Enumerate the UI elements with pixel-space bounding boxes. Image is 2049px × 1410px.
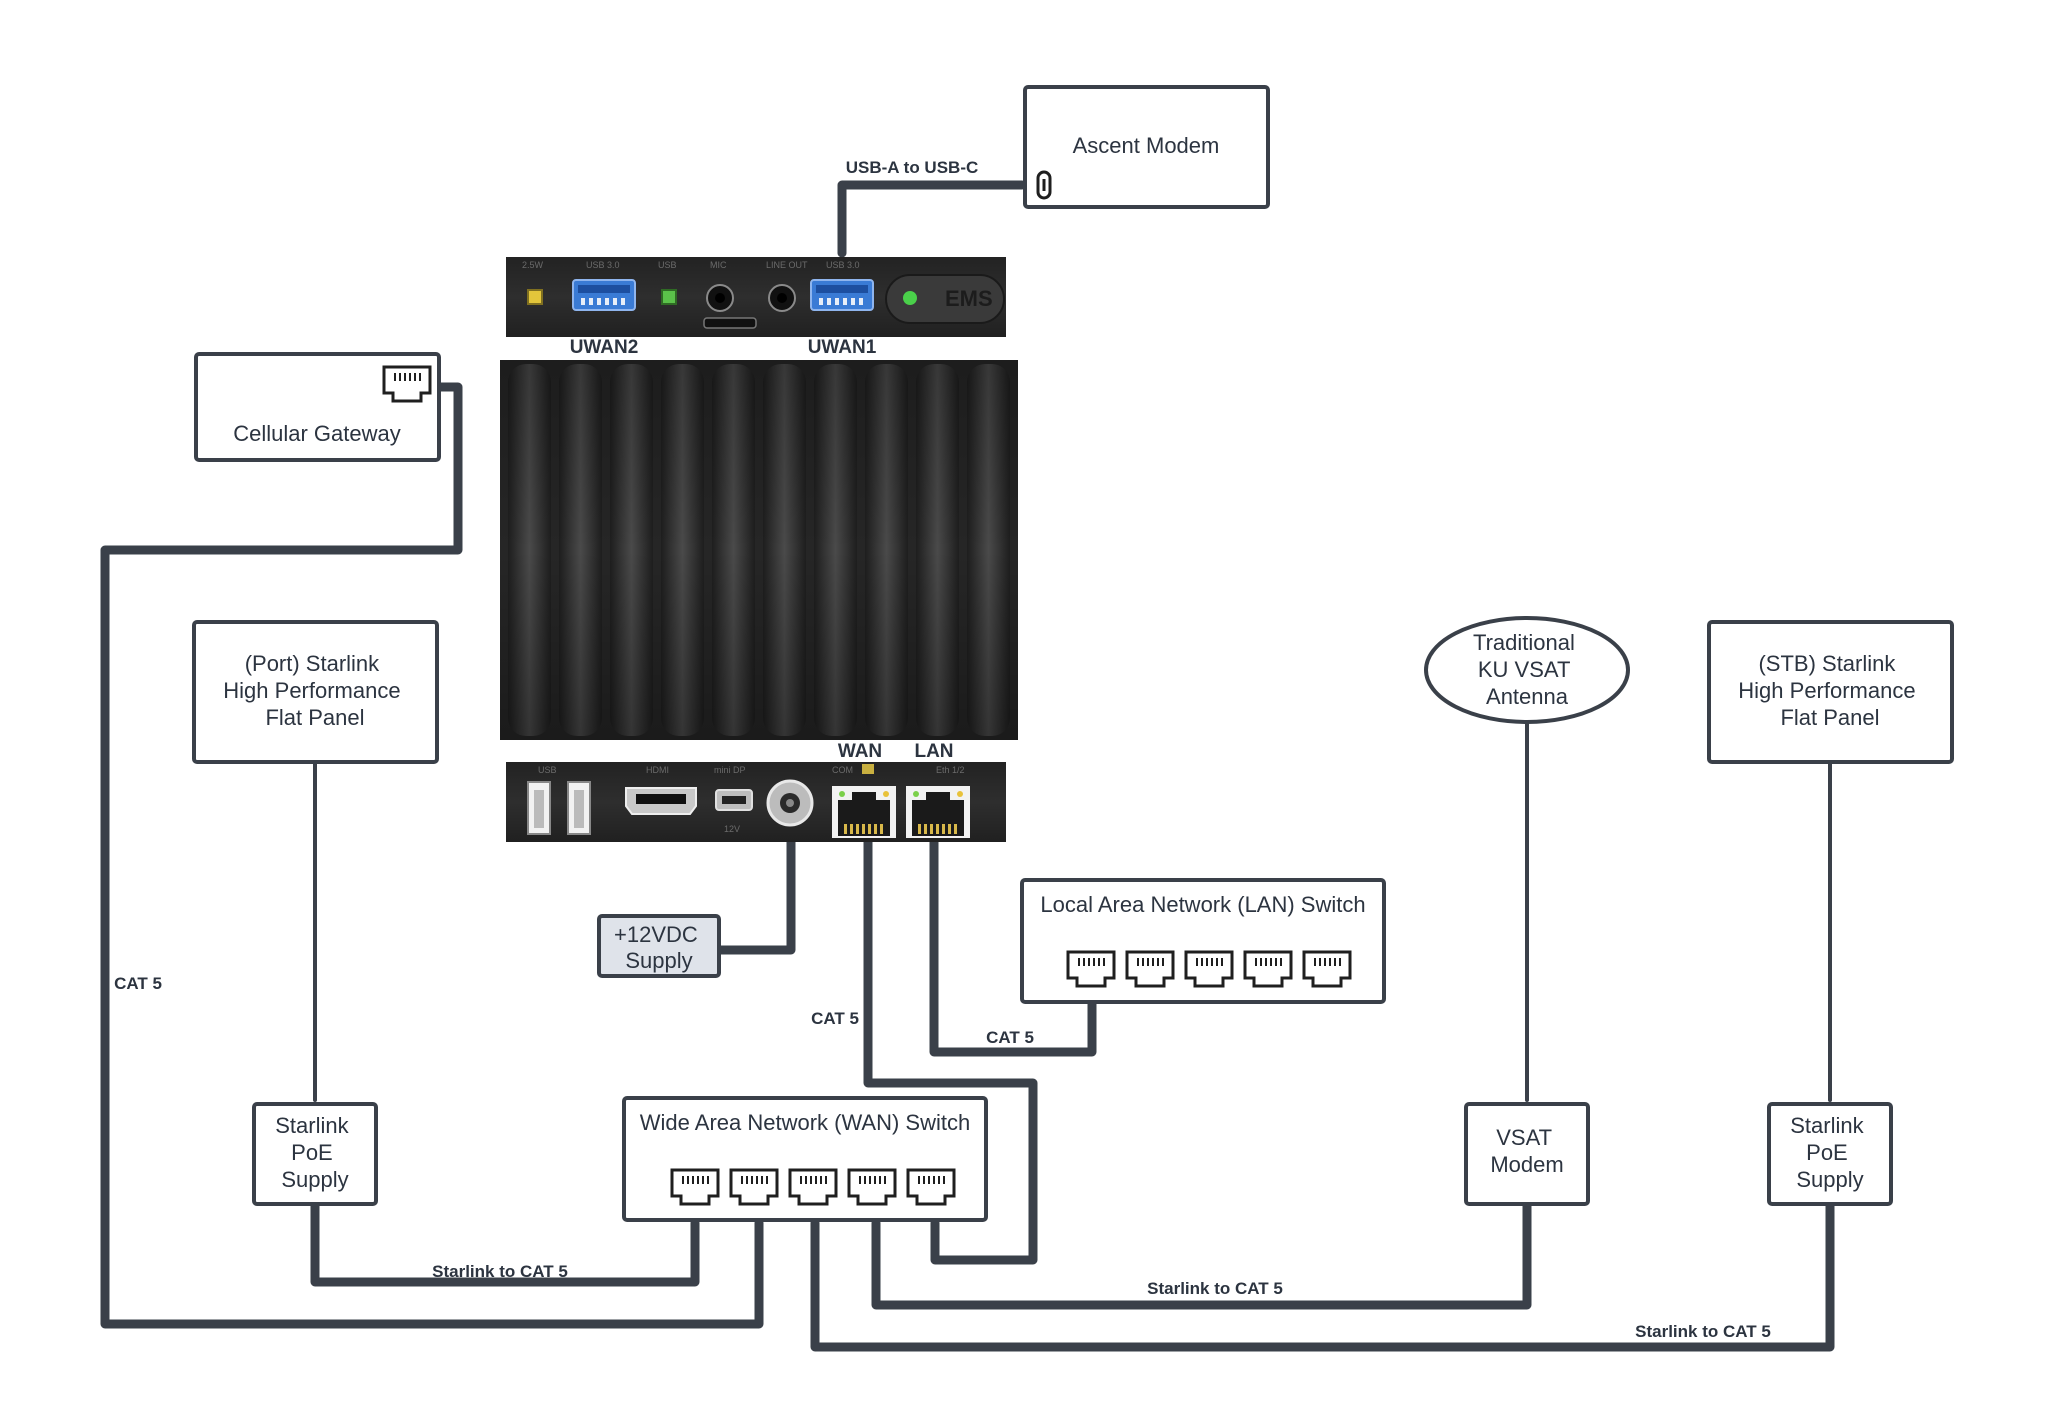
stb-poe-line-2: PoE (1806, 1140, 1848, 1165)
usb-cable (837, 180, 1027, 258)
svg-text:+12VDC Supply: +12VDC Supply (614, 922, 704, 973)
stb-poe-line-3: Supply (1796, 1167, 1863, 1192)
silk-mini-dp: mini DP (714, 765, 746, 775)
vsat-modem-line-1: VSAT (1496, 1125, 1551, 1150)
svg-text:Starlink PoE Suppl: Starlink PoE Supply (275, 1113, 354, 1192)
port-starlink-line-1: (Port) Starlink (245, 651, 380, 676)
lan-cat5-cable (929, 835, 1097, 1057)
cellular-cat5-label: CAT 5 (114, 974, 162, 993)
wan-cat5-label: CAT 5 (811, 1009, 859, 1028)
uwan1-usb-port-icon (810, 279, 874, 311)
ascent-modem[interactable]: Ascent Modem (1023, 85, 1270, 209)
lan-cat5-label: CAT 5 (986, 1028, 1034, 1047)
silk-eth: Eth 1/2 (936, 765, 965, 775)
wan-switch[interactable]: Wide Area Network (WAN) Switch (622, 1096, 988, 1222)
lan-ethernet-port-icon (906, 786, 970, 838)
router-heatsink-body (500, 360, 1018, 740)
stb-starlink-panel[interactable]: (STB) Starlink High Performance Flat Pan… (1707, 620, 1954, 764)
port-starlink-to-wan-cable (310, 1195, 700, 1287)
vsat-antenna-line-3: Antenna (1486, 684, 1569, 709)
silk-12v: 12V (724, 824, 740, 834)
svg-text:Traditional KU VSAT: Traditional KU VSAT Antenna (1473, 630, 1581, 709)
stb-starlink-to-wan-cable (810, 1195, 1835, 1352)
lan-label: LAN (914, 741, 953, 762)
cellular-gateway-label: Cellular Gateway (233, 421, 401, 446)
vsat-antenna-line-1: Traditional (1473, 630, 1575, 655)
silk-usb3-right: USB 3.0 (826, 260, 860, 270)
vsat-cable-label: Starlink to CAT 5 (1147, 1279, 1283, 1298)
port-starlink-cable-label: Starlink to CAT 5 (432, 1262, 568, 1281)
stb-starlink-line-2: High Performance (1738, 678, 1915, 703)
vsat-antenna-line-2: KU VSAT (1478, 657, 1570, 682)
port-starlink-line-2: High Performance (223, 678, 400, 703)
usb-cable-label: USB-A to USB-C (846, 158, 979, 177)
stb-starlink-cable-label: Starlink to CAT 5 (1635, 1322, 1771, 1341)
vsat-modem-line-2: Modem (1490, 1152, 1563, 1177)
silk-usb-bottom: USB (538, 765, 557, 775)
svg-text:(Port) Starlink High Per: (Port) Starlink High Performance Flat Pa… (223, 651, 406, 730)
uwan1-label: UWAN1 (808, 337, 877, 358)
router-bottom-panel: USB HDMI mini DP 12V COM Eth 1/2 (506, 762, 1006, 842)
silk-mic: MIC (710, 260, 727, 270)
port-poe-line-3: Supply (281, 1167, 348, 1192)
ascent-modem-label: Ascent Modem (1073, 133, 1220, 158)
ems-logo: EMS (945, 286, 993, 311)
power-supply[interactable]: +12VDC Supply (597, 914, 721, 978)
silk-2-5w: 2.5W (522, 260, 544, 270)
port-starlink-poe-supply[interactable]: Starlink PoE Supply (252, 1102, 378, 1206)
port-poe-line-2: PoE (291, 1140, 333, 1165)
wan-label: WAN (838, 741, 882, 762)
stb-starlink-line-1: (STB) Starlink (1758, 651, 1896, 676)
silk-hdmi: HDMI (646, 765, 669, 775)
svg-text:(STB) Starlink High Perf: (STB) Starlink High Performance Flat Pan… (1738, 651, 1921, 730)
usb-c-port-icon (1036, 170, 1052, 200)
stb-poe-line-1: Starlink (1790, 1113, 1864, 1138)
silk-com: COM (832, 765, 853, 775)
port-starlink-line-3: Flat Panel (265, 705, 364, 730)
port-starlink-panel[interactable]: (Port) Starlink High Performance Flat Pa… (192, 620, 439, 764)
uwan2-usb-port-icon (572, 279, 636, 311)
lan-switch-label: Local Area Network (LAN) Switch (1040, 892, 1365, 917)
vsat-antenna[interactable]: Traditional KU VSAT Antenna (1424, 616, 1630, 724)
cellular-cat5-cable (100, 382, 764, 1329)
power-supply-line-1: +12VDC (614, 922, 698, 947)
stb-starlink-poe-supply[interactable]: Starlink PoE Supply (1767, 1102, 1893, 1206)
stb-starlink-line-3: Flat Panel (1780, 705, 1879, 730)
svg-text:Starlink PoE Suppl: Starlink PoE Supply (1790, 1113, 1869, 1192)
silk-usb: USB (658, 260, 677, 270)
power-supply-cable (713, 835, 796, 955)
silk-usb3-left: USB 3.0 (586, 260, 620, 270)
wan-switch-label: Wide Area Network (WAN) Switch (640, 1110, 970, 1135)
connection-lines (100, 180, 1835, 1352)
port-poe-line-1: Starlink (275, 1113, 349, 1138)
vsat-to-wan-cable (871, 1195, 1532, 1310)
wan-cat5-cable (863, 835, 1038, 1265)
vsat-modem[interactable]: VSAT Modem (1464, 1102, 1590, 1206)
uwan2-label: UWAN2 (570, 337, 639, 358)
cellular-gateway[interactable]: Cellular Gateway (194, 352, 441, 462)
silk-line-out: LINE OUT (766, 260, 808, 270)
svg-text:VSAT Modem: VSAT Modem (1490, 1125, 1563, 1177)
router-top-panel: 2.5W USB 3.0 USB MIC LINE OUT USB 3.0 EM… (506, 257, 1006, 337)
lan-switch[interactable]: Local Area Network (LAN) Switch (1020, 878, 1386, 1004)
power-supply-line-2: Supply (625, 948, 692, 973)
wan-ethernet-port-icon (832, 786, 896, 838)
router-device: 2.5W USB 3.0 USB MIC LINE OUT USB 3.0 EM… (500, 257, 1018, 842)
